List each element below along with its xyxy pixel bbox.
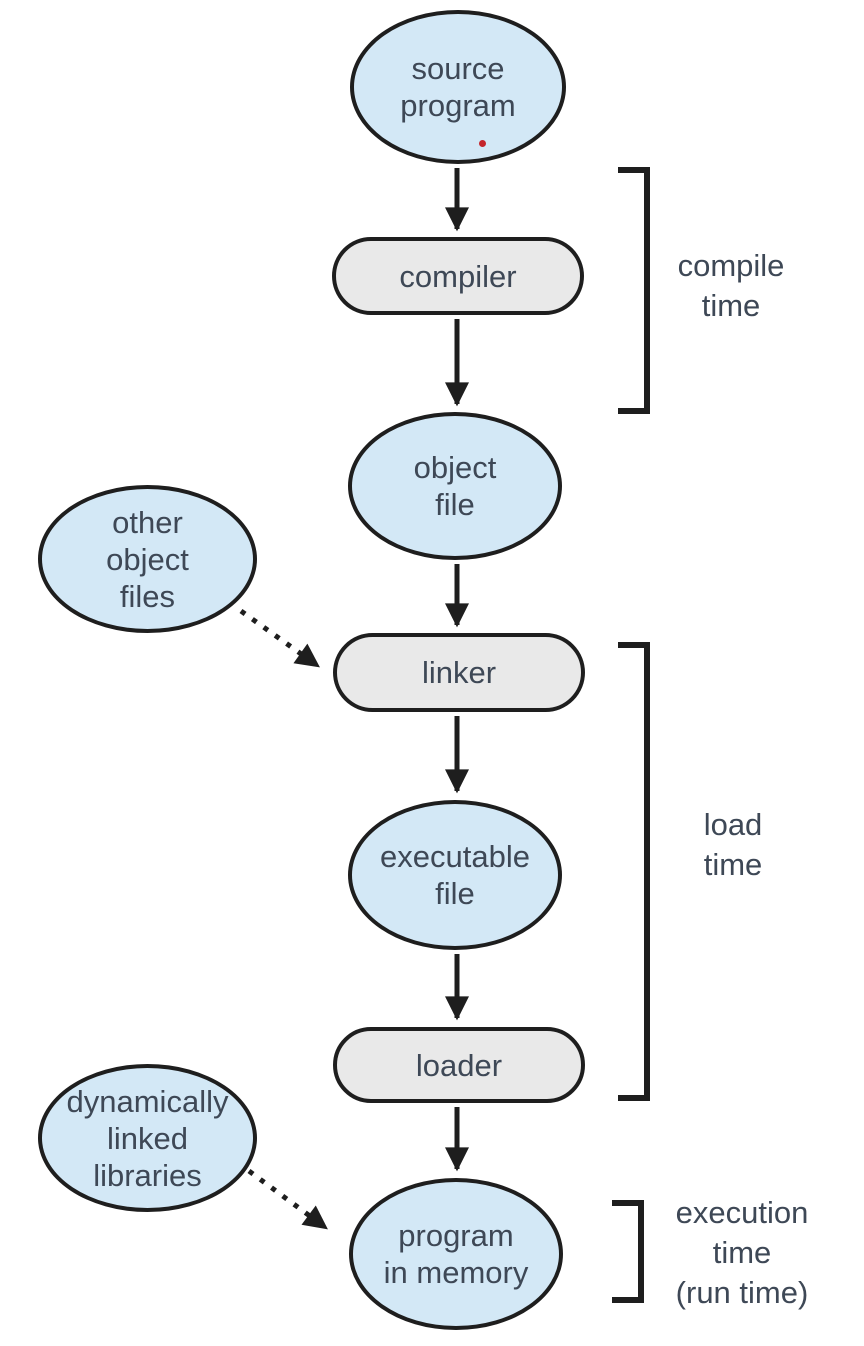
node-other-object-files: other object files [38, 485, 257, 633]
bracket-load-time [618, 642, 650, 1101]
node-other-object-files-label: other object files [106, 504, 189, 614]
node-compiler-label: compiler [399, 258, 517, 294]
node-object-file: object file [348, 412, 562, 560]
node-source-program-label: source program [400, 51, 516, 123]
red-dot-artifact [479, 140, 486, 147]
node-loader-label: loader [415, 1047, 503, 1083]
node-executable-file-label: executable file [380, 839, 530, 911]
node-linker-label: linker [421, 655, 497, 690]
node-dynamically-linked-libraries-label: dynamically linked libraries [66, 1083, 229, 1193]
load-time-label: load time [703, 807, 763, 882]
dashed-arrow-other-objects-to-linker-icon [239, 608, 320, 669]
node-source-program: source program [350, 10, 566, 164]
compile-time-label: compile time [677, 248, 785, 323]
node-object-file-label: object file [413, 450, 497, 522]
node-program-in-memory-label: program in memory [383, 1218, 529, 1290]
node-linker: linker [333, 633, 585, 712]
dashed-arrow-dll-to-memory-icon [247, 1168, 328, 1231]
node-executable-file: executable file [348, 800, 562, 950]
node-program-in-memory: program in memory [349, 1178, 563, 1330]
bracket-execution-time [612, 1200, 644, 1303]
node-compiler: compiler [332, 237, 584, 315]
bracket-compile-time [618, 167, 650, 414]
execution-time-label: execution time (run time) [675, 1195, 809, 1310]
node-loader: loader [333, 1027, 585, 1103]
node-dynamically-linked-libraries: dynamically linked libraries [38, 1064, 257, 1212]
